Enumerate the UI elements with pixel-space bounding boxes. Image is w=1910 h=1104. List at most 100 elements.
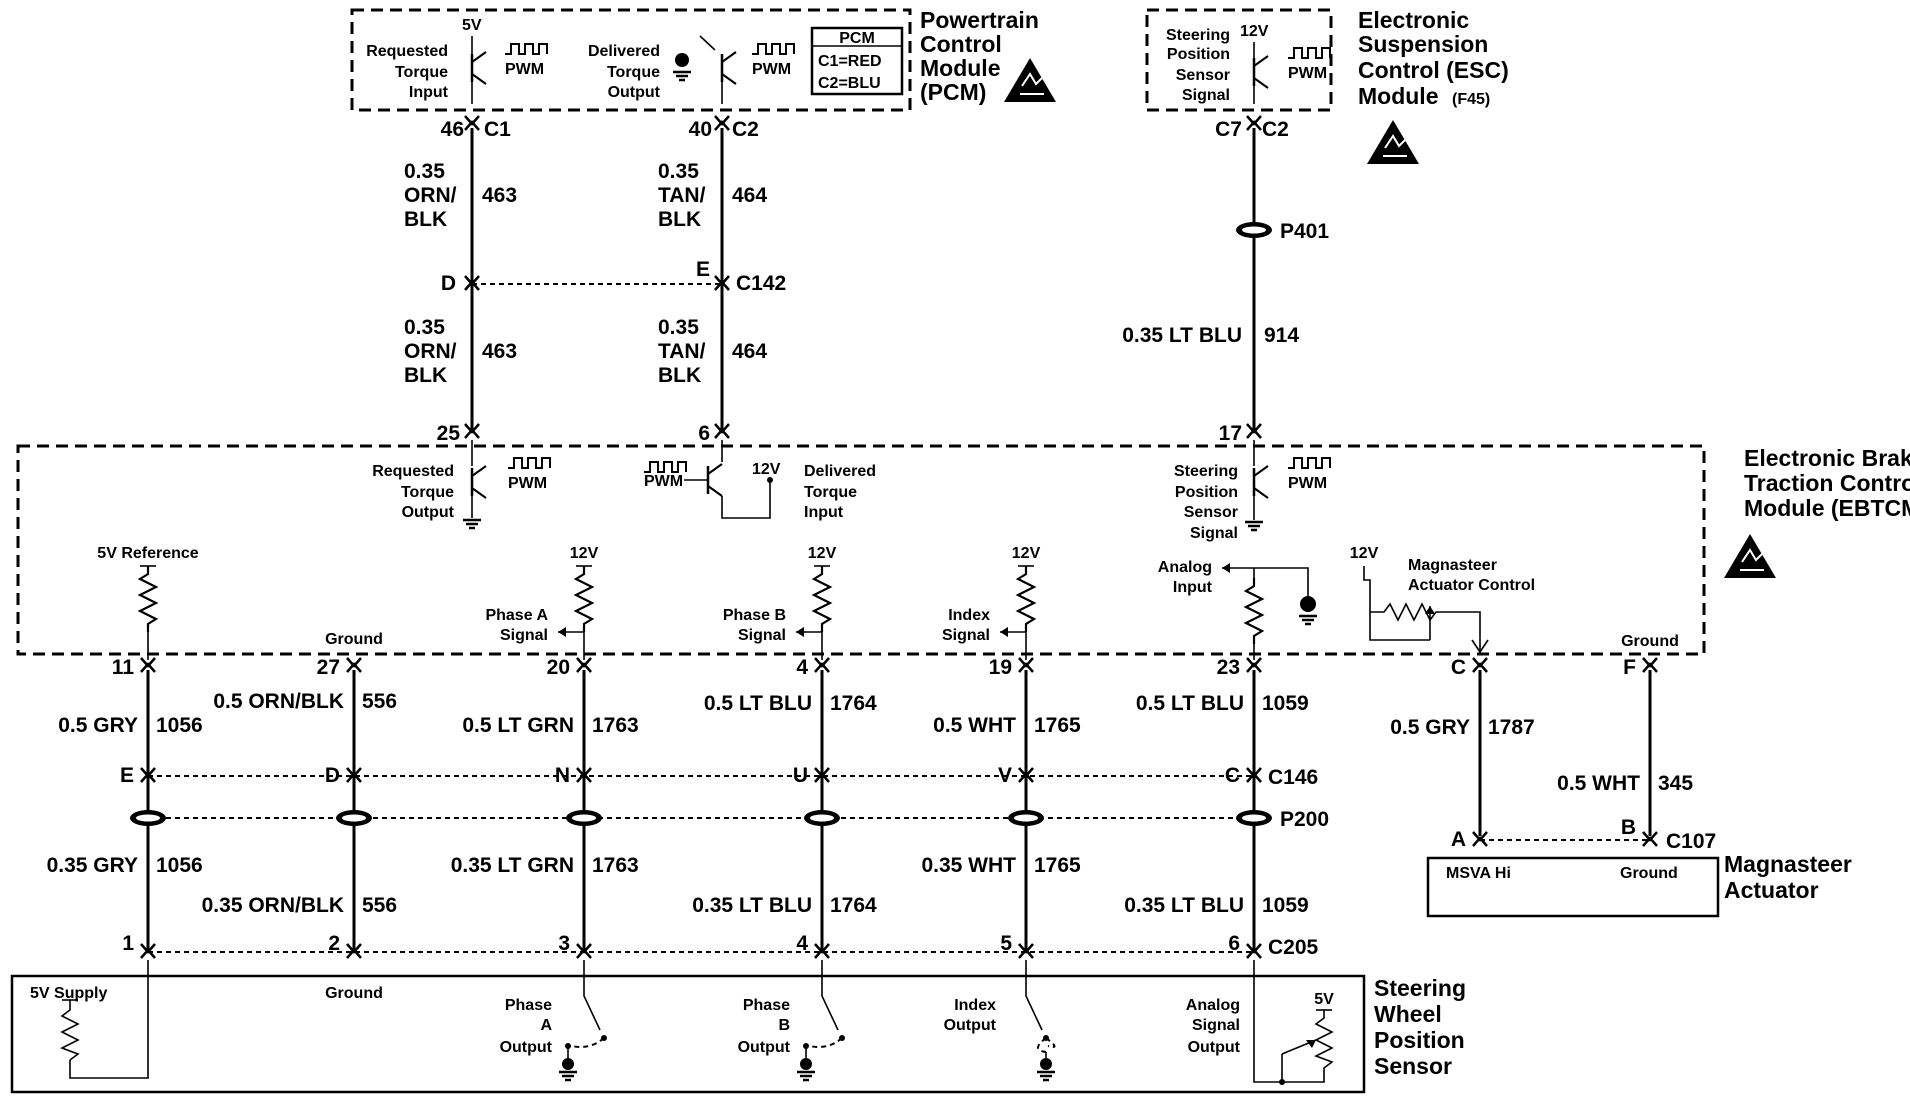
svg-text:Output: Output xyxy=(402,504,455,521)
svg-text:Requested: Requested xyxy=(372,463,454,480)
ground-icon xyxy=(1243,520,1265,532)
swps-phase-a-label: Phase A Output xyxy=(500,997,553,1056)
ebtcm-index-label: Index Signal xyxy=(942,607,990,644)
pin-label: 11 xyxy=(112,656,135,679)
svg-text:Phase B: Phase B xyxy=(723,607,786,624)
svg-text:0.35 LT GRN: 0.35 LT GRN xyxy=(451,854,574,877)
svg-text:PWM: PWM xyxy=(508,475,547,492)
svg-text:556: 556 xyxy=(362,894,397,917)
ground-icon xyxy=(1297,614,1319,626)
svg-text:0.35: 0.35 xyxy=(404,160,445,183)
connector-icon xyxy=(713,114,731,132)
pwm-waveform-icon xyxy=(504,43,548,55)
pwm-waveform-icon xyxy=(643,461,687,473)
msva-hi-label: MSVA Hi xyxy=(1446,865,1511,882)
pin-label: V xyxy=(998,764,1012,787)
connector-icon xyxy=(1017,656,1035,674)
v12-label: 12V xyxy=(1012,545,1041,562)
svg-text:Torque: Torque xyxy=(607,64,660,81)
esc-title: Electronic Suspension Control (ESC) Modu… xyxy=(1358,7,1509,109)
ebtcm-steering-label: Steering Position Sensor Signal xyxy=(1174,463,1238,542)
inline-connector xyxy=(566,810,602,826)
wire-label-low: 0.35 GRY 1056 0.35 ORN/BLK 556 0.35 LT G… xyxy=(47,854,1309,917)
svg-text:1056: 1056 xyxy=(156,854,203,877)
svg-text:Steering: Steering xyxy=(1174,463,1238,480)
pin-label: C2 xyxy=(1262,118,1289,141)
svg-text:464: 464 xyxy=(732,340,767,363)
svg-text:Requested: Requested xyxy=(366,43,448,60)
connector-icon xyxy=(1641,656,1659,674)
ebtcm-transistor-3 xyxy=(1252,464,1270,500)
svg-text:1763: 1763 xyxy=(592,854,639,877)
svg-text:Traction Control: Traction Control xyxy=(1744,470,1910,496)
esc-12v-label: 12V xyxy=(1240,23,1269,40)
pin-label: U xyxy=(793,764,808,787)
resistor-icon xyxy=(574,564,594,634)
svg-text:Output: Output xyxy=(1188,1039,1241,1056)
esc-signal-label: Steering Position Sensor Signal xyxy=(1166,27,1230,104)
magnasteer-actuator-box xyxy=(1426,856,1720,918)
ebtcm-ground-label: Ground xyxy=(1621,633,1679,650)
inline-connector xyxy=(336,810,372,826)
svg-text:Input: Input xyxy=(409,84,449,101)
svg-text:Sensor: Sensor xyxy=(1184,504,1238,521)
svg-text:12V: 12V xyxy=(752,461,781,478)
svg-text:Sensor: Sensor xyxy=(1176,67,1230,84)
svg-text:Signal: Signal xyxy=(942,627,990,644)
pin-label: D xyxy=(441,272,456,295)
pcm-connector-legend xyxy=(810,26,904,96)
connector-icon xyxy=(1245,656,1263,674)
inline-connector-p401 xyxy=(1236,222,1272,238)
pin-label: 3 xyxy=(558,932,570,955)
pcm-transistor-2 xyxy=(720,50,738,86)
pin-label: A xyxy=(1451,828,1466,851)
svg-text:BLK: BLK xyxy=(404,208,447,231)
connector-p200-label: P200 xyxy=(1280,808,1329,831)
svg-text:Electronic Brake: Electronic Brake xyxy=(1744,445,1910,471)
svg-text:Torque: Torque xyxy=(804,484,857,501)
switch-index xyxy=(1025,960,1043,1031)
resistor-icon xyxy=(1244,576,1264,646)
svg-text:0.5 LT GRN: 0.5 LT GRN xyxy=(462,714,574,737)
svg-text:Torque: Torque xyxy=(395,64,448,81)
pin-label: 23 xyxy=(1217,656,1240,679)
svg-text:0.35 WHT: 0.35 WHT xyxy=(921,854,1016,877)
svg-text:Analog: Analog xyxy=(1186,997,1240,1014)
svg-text:BLK: BLK xyxy=(404,364,447,387)
svg-text:PCM: PCM xyxy=(839,30,875,47)
wire-label-464-upper: 0.35 TAN/ BLK 464 xyxy=(658,160,767,231)
potentiometer-icon xyxy=(1281,1010,1334,1083)
svg-text:1765: 1765 xyxy=(1034,854,1081,877)
wire-circuit-914: 914 xyxy=(1264,324,1299,347)
inline-connector xyxy=(1008,810,1044,826)
svg-text:Actuator: Actuator xyxy=(1724,877,1819,903)
ebtcm-module-box xyxy=(16,444,1706,656)
swps-5v-supply-label: 5V Supply xyxy=(30,985,107,1002)
svg-text:0.5 GRY: 0.5 GRY xyxy=(58,714,138,737)
inline-connector xyxy=(1236,810,1272,826)
esc-module-box xyxy=(1145,8,1333,112)
pin-label: 1 xyxy=(122,932,134,955)
pcm-transistor-1 xyxy=(470,50,488,86)
wire-label-463-upper: 0.35 ORN/ BLK 463 xyxy=(404,160,517,231)
inline-connector xyxy=(804,810,840,826)
swps-analog-label: Analog Signal Output xyxy=(1186,997,1241,1056)
swps-ground-label: Ground xyxy=(325,985,383,1002)
connector-c142-label: C142 xyxy=(736,272,786,295)
pcm-5v-label: 5V xyxy=(462,17,482,34)
swps-phase-b-label: Phase B Output xyxy=(738,997,791,1056)
pwm-waveform-icon xyxy=(1287,457,1331,469)
svg-text:Signal: Signal xyxy=(1190,525,1238,542)
svg-text:Delivered: Delivered xyxy=(588,43,660,60)
ebtcm-delivered-label: Delivered Torque Input xyxy=(804,463,876,521)
svg-text:1059: 1059 xyxy=(1262,894,1309,917)
svg-text:0.5 GRY: 0.5 GRY xyxy=(1390,716,1470,739)
svg-text:Module: Module xyxy=(920,55,1001,81)
svg-text:0.5 LT BLU: 0.5 LT BLU xyxy=(1136,692,1244,715)
svg-text:C2=BLU: C2=BLU xyxy=(818,75,881,92)
wire-label-463-lower: 0.35 ORN/ BLK 463 xyxy=(404,316,517,387)
pin-label: 25 xyxy=(437,422,461,445)
ground-icon xyxy=(557,1070,579,1082)
esd-warning-icon xyxy=(1003,57,1057,103)
